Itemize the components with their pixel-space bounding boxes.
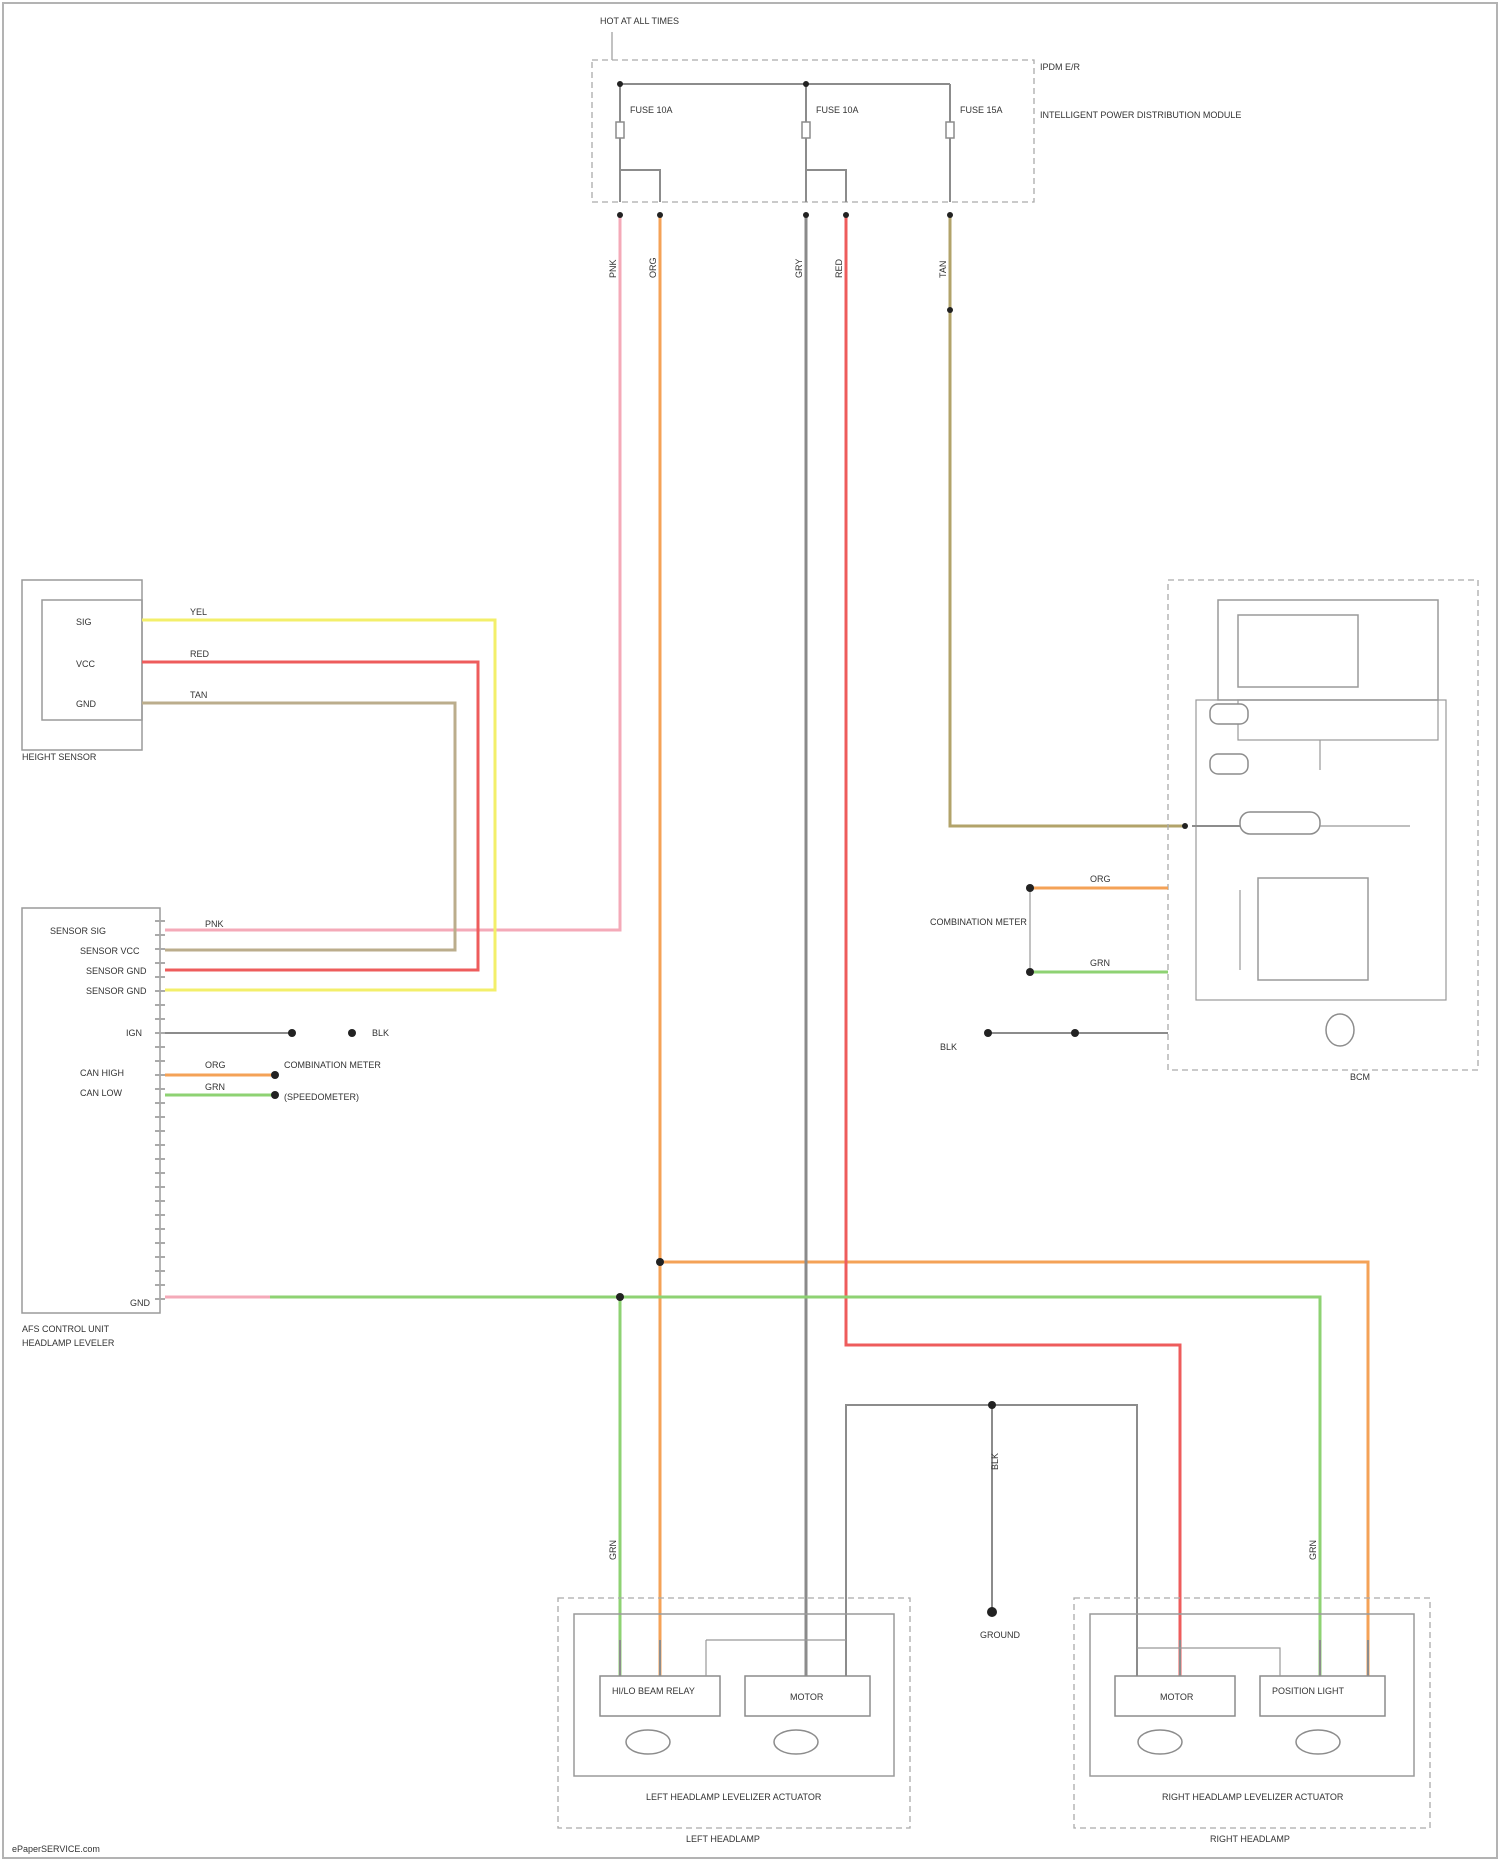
ign-fuse-terminal (348, 1029, 356, 1037)
wire-code-org: ORG (648, 257, 658, 278)
can-high-terminal (271, 1071, 279, 1079)
bcm-ign-junction (1071, 1029, 1079, 1037)
bcm-coil (1326, 1014, 1354, 1046)
sensor-pin-gnd: GND (76, 699, 97, 709)
bcm-can-low-terminal (1026, 968, 1034, 976)
module-pin-sensor-vcc: SENSOR VCC (80, 946, 140, 956)
terminal (803, 212, 809, 218)
wire-code-org-can: ORG (205, 1060, 226, 1070)
module-pin-can-low: CAN LOW (80, 1088, 123, 1098)
ground-splice (988, 1401, 996, 1409)
wire-code-grn-right: GRN (1308, 1540, 1318, 1560)
fuse-2 (802, 122, 810, 138)
bcm-can-source: COMBINATION METER (930, 917, 1027, 927)
wire-code-grn-bcm: GRN (1090, 958, 1110, 968)
sensor-pin-sig: SIG (76, 617, 92, 627)
terminal (947, 212, 953, 218)
hl-module-sub-label: HEADLAMP LEVELER (22, 1338, 115, 1348)
left-headlamp-label: LEFT HEADLAMP (686, 1834, 760, 1844)
wire-code-org-bcm: ORG (1090, 874, 1111, 884)
fuse-3 (946, 122, 954, 138)
bcm-resistor-3 (1240, 812, 1320, 834)
terminal (1182, 823, 1188, 829)
left-relay (600, 1676, 720, 1716)
right-motor-label: MOTOR (1160, 1692, 1194, 1702)
terminal (843, 212, 849, 218)
ign-junction (288, 1029, 296, 1037)
module-pin-ign: IGN (126, 1028, 142, 1038)
bus-junction (617, 81, 623, 87)
right-lamp-1 (1138, 1730, 1182, 1754)
module-pin-sensor-gnd-2: SENSOR GND (86, 986, 147, 996)
module-pin-can-high: CAN HIGH (80, 1068, 124, 1078)
left-lamp-1 (626, 1730, 670, 1754)
ign-source-label: BLK (372, 1028, 389, 1038)
ipdm-label: IPDM E/R (1040, 62, 1081, 72)
sensor-pin-vcc: VCC (76, 659, 96, 669)
green-junction (616, 1293, 624, 1301)
right-actuator-label: RIGHT HEADLAMP LEVELIZER ACTUATOR (1162, 1792, 1344, 1802)
terminal (617, 212, 623, 218)
bcm-can-high-terminal (1026, 884, 1034, 892)
orange-junction (656, 1258, 664, 1266)
left-actuator-label: LEFT HEADLAMP LEVELIZER ACTUATOR (646, 1792, 822, 1802)
can-low-terminal (271, 1091, 279, 1099)
module-pin-sensor-gnd: SENSOR GND (86, 966, 147, 976)
terminal (657, 212, 663, 218)
terminal (947, 307, 953, 313)
wire-label-tan: TAN (190, 690, 207, 700)
can-destination-sub: (SPEEDOMETER) (284, 1092, 359, 1102)
fuse-3-label: FUSE 15A (960, 105, 1003, 115)
bcm-label: BCM (1350, 1072, 1370, 1082)
right-relay (1260, 1676, 1385, 1716)
module-pin-gnd: GND (130, 1298, 151, 1308)
wire-label-yel: YEL (190, 607, 207, 617)
bcm-ign-terminal (984, 1029, 992, 1037)
bus-junction (803, 81, 809, 87)
hl-module-label: AFS CONTROL UNIT (22, 1324, 110, 1334)
wire-code-pnk-module: PNK (205, 919, 224, 929)
fuse-1-label: FUSE 10A (630, 105, 673, 115)
can-destination-label: COMBINATION METER (284, 1060, 381, 1070)
bcm-resistor-1 (1210, 704, 1248, 724)
height-sensor-label: HEIGHT SENSOR (22, 752, 97, 762)
fuse-2-label: FUSE 10A (816, 105, 859, 115)
right-relay-label: POSITION LIGHT (1272, 1686, 1345, 1696)
bcm-resistor-2 (1210, 754, 1248, 774)
ground-wire-label: BLK (990, 1453, 1000, 1470)
ground-point (987, 1607, 997, 1617)
ground-label: GROUND (980, 1630, 1020, 1640)
wire-code-grn-can: GRN (205, 1082, 225, 1092)
wire-code-grn-left: GRN (608, 1540, 618, 1560)
left-relay-label: HI/LO BEAM RELAY (612, 1686, 695, 1696)
wire-code-pnk: PNK (608, 259, 618, 278)
bcm-ign-label: BLK (940, 1042, 957, 1052)
left-motor-label: MOTOR (790, 1692, 824, 1702)
wire-label-red: RED (190, 649, 210, 659)
module-pin-sensor-sig: SENSOR SIG (50, 926, 106, 936)
ipdm-sub-label: INTELLIGENT POWER DISTRIBUTION MODULE (1040, 110, 1241, 120)
fuse-1 (616, 122, 624, 138)
left-lamp-2 (774, 1730, 818, 1754)
right-headlamp-label: RIGHT HEADLAMP (1210, 1834, 1290, 1844)
footer-watermark: ePaperSERVICE.com (12, 1844, 100, 1854)
wire-code-tan: TAN (938, 261, 948, 278)
right-lamp-2 (1296, 1730, 1340, 1754)
wire-code-red: RED (834, 258, 844, 278)
power-source-label: HOT AT ALL TIMES (600, 16, 679, 26)
wire-code-gry: GRY (794, 259, 804, 278)
